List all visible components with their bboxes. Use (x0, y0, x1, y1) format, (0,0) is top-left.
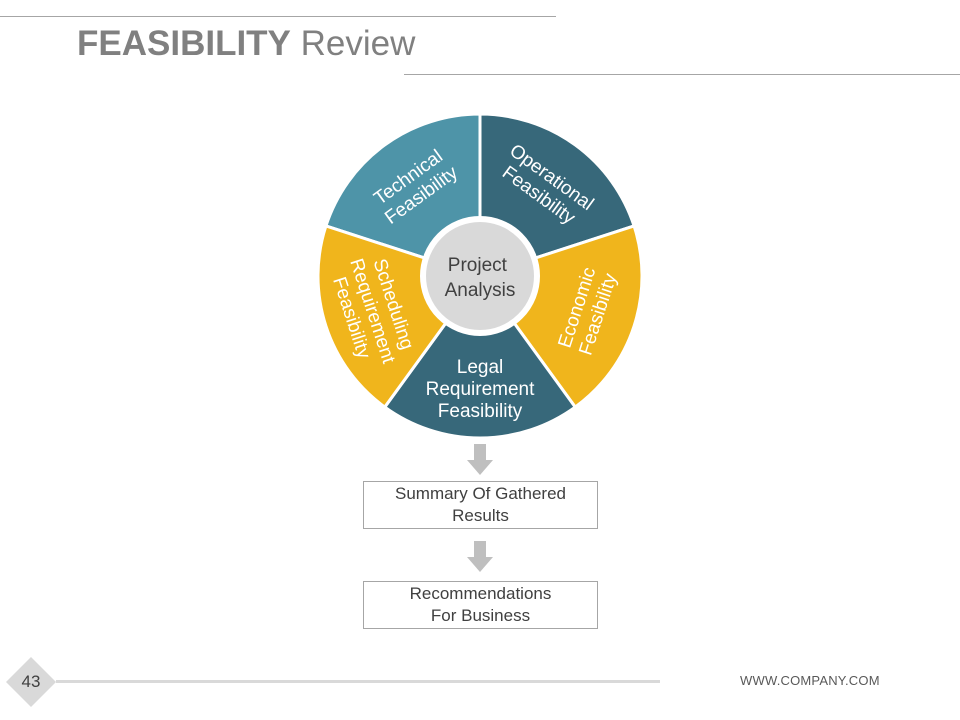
diamond-icon (6, 657, 56, 707)
title-underline (404, 74, 960, 75)
hub-circle (420, 216, 540, 336)
recommendations-for-business-box: Recommendations For Business (363, 581, 598, 629)
summary-line: Results (452, 506, 509, 525)
hub-label-line: Project (448, 255, 508, 276)
company-website: WWW.COMPANY.COM (740, 673, 880, 688)
page-title: FEASIBILITY Review (77, 22, 415, 66)
page-number-badge: 43 (6, 657, 56, 707)
hub-label-line: Analysis (445, 280, 516, 301)
wheel-segment-label-line: Requirement (426, 379, 535, 400)
recommendations-line: Recommendations (409, 584, 552, 603)
top-divider-line (0, 16, 556, 17)
footer-divider-line (56, 680, 660, 683)
wheel-segment-label-line: Legal (457, 357, 504, 378)
hub-label: Project Analysis (445, 255, 516, 301)
down-arrow-icon (467, 541, 493, 572)
recommendations-line: For Business (430, 606, 531, 625)
summary-of-gathered-results-box: Summary Of Gathered Results (363, 481, 598, 529)
down-arrow-icon (467, 444, 493, 475)
title-bold-word: FEASIBILITY (77, 24, 291, 63)
page-number: 43 (21, 672, 41, 691)
summary-line: Summary Of Gathered (394, 484, 566, 503)
wheel-segment (383, 274, 577, 440)
title-light-word: Review (300, 24, 416, 63)
wheel-segment-label-line: Feasibility (438, 401, 523, 422)
